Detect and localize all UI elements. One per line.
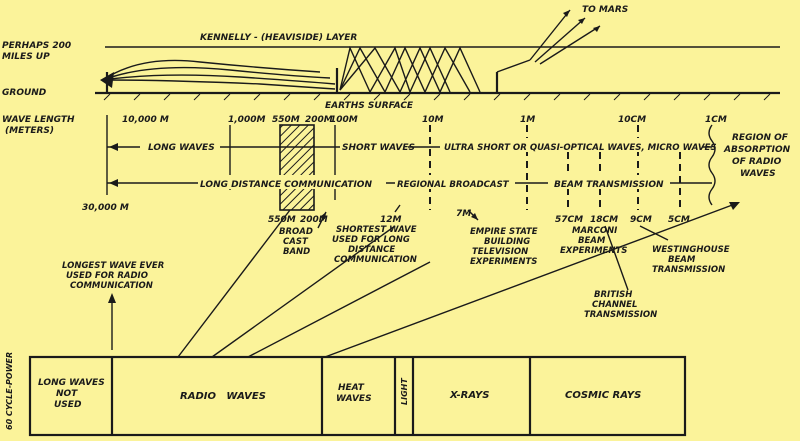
- to-mars-label: TO MARS: [582, 5, 628, 15]
- british-line-1: BRITISH: [594, 290, 632, 300]
- absorption-line-3: OF RADIO: [732, 157, 782, 167]
- to-mars-arrows: [529, 9, 601, 65]
- absorption-line-4: WAVES: [740, 169, 776, 179]
- shortest-wave-line-3: DISTANCE: [348, 245, 395, 255]
- shortest-wave-note: 12M SHORTEST WAVE USED FOR LONG DISTANCE…: [332, 204, 417, 265]
- ground-hatching: [103, 93, 771, 101]
- shortest-wave-tick: 12M: [380, 215, 402, 225]
- tick-200m: 200M: [305, 115, 333, 125]
- empire-line-4: EXPERIMENTS: [470, 257, 537, 267]
- cosmic-rays-label: COSMIC RAYS: [565, 390, 641, 401]
- westinghouse-line-1: WESTINGHOUSE: [652, 245, 730, 255]
- tick-1000m: 1,000M: [228, 115, 265, 125]
- empire-state-note: 7M EMPIRE STATE BUILDING TELEVISION EXPE…: [456, 209, 538, 267]
- longest-wave-line-3: COMMUNICATION: [70, 281, 153, 291]
- shortest-wave-line-1: SHORTEST WAVE: [336, 225, 417, 235]
- wave-length-label: WAVE LENGTH: [2, 115, 75, 125]
- tick-10cm: 10CM: [618, 115, 646, 125]
- shortest-wave-line-4: COMMUNICATION: [334, 255, 417, 265]
- tick-10000m: 10,000 M: [122, 115, 169, 125]
- empire-line-2: BUILDING: [484, 237, 530, 247]
- longest-wave-line-1: LONGEST WAVE EVER: [62, 261, 164, 271]
- long-distance-band-label: LONG DISTANCE COMMUNICATION: [200, 180, 372, 190]
- westinghouse-line-2: BEAM: [668, 255, 696, 265]
- tick-550m: 550M: [272, 115, 300, 125]
- short-waves-band-label: SHORT WAVES: [342, 143, 415, 153]
- marconi-line-2: BEAM: [578, 236, 606, 246]
- absorption-line-2: ABSORPTION: [723, 145, 791, 155]
- tick-30000m: 30,000 M: [82, 203, 129, 213]
- heaviside-layer-label: KENNELLY - (HEAVISIDE) LAYER: [200, 33, 357, 43]
- ionosphere-section: PERHAPS 200 MILES UP KENNELLY - (HEAVISI…: [2, 5, 780, 111]
- westinghouse-line-3: TRANSMISSION: [652, 265, 725, 275]
- long-waves-not-used-3: USED: [54, 400, 82, 410]
- absorption-region: REGION OF ABSORPTION OF RADIO WAVES: [723, 133, 791, 179]
- meters-label: (METERS): [5, 126, 54, 136]
- broadcast-line-3: BAND: [283, 247, 310, 257]
- shortest-wave-line-2: USED FOR LONG: [332, 235, 410, 245]
- empire-line-3: TELEVISION: [472, 247, 528, 257]
- earths-surface-label: EARTHS SURFACE: [325, 101, 414, 111]
- tick-10m: 10M: [422, 115, 444, 125]
- tick-5cm: 5CM: [668, 215, 690, 225]
- long-waves-band-label: LONG WAVES: [148, 143, 215, 153]
- empire-tick: 7M: [456, 209, 471, 219]
- marconi-note: 57CM MARCONI BEAM EXPERIMENTS: [555, 215, 627, 256]
- marconi-line-3: EXPERIMENTS: [560, 246, 627, 256]
- heat-waves-line-1: HEAT: [338, 383, 365, 393]
- regional-broadcast-label: REGIONAL BROADCAST: [397, 180, 510, 190]
- ultra-short-band-label: ULTRA SHORT OR QUASI-OPTICAL WAVES, MICR…: [444, 143, 717, 153]
- bottom-tick-200m: 200M: [300, 215, 328, 225]
- long-waves-not-used-2: NOT: [56, 389, 78, 399]
- beam-transmission-label: BEAM TRANSMISSION: [554, 180, 664, 190]
- connector-lines: [177, 202, 740, 358]
- short-wave-paths: [339, 45, 481, 94]
- longest-wave-line-2: USED FOR RADIO: [66, 271, 148, 281]
- long-wave-paths: [100, 59, 336, 90]
- westinghouse-note: 9CM WESTINGHOUSE BEAM TRANSMISSION: [630, 215, 730, 275]
- light-label: LIGHT: [400, 378, 409, 405]
- broadcast-line-1: BROAD: [279, 227, 313, 237]
- ground-label: GROUND: [2, 88, 47, 98]
- marconi-line-1: MARCONI: [572, 226, 617, 236]
- british-channel-note: 18CM BRITISH CHANNEL TRANSMISSION: [584, 215, 657, 320]
- long-waves-not-used-1: LONG WAVES: [38, 378, 105, 388]
- wavelength-scale: WAVE LENGTH (METERS) 10,000 M 1,000M 550…: [2, 115, 791, 225]
- sixty-cycle-power-label: 60 CYCLE-POWER: [5, 352, 14, 430]
- tick-1cm: 1CM: [705, 115, 727, 125]
- british-line-2: CHANNEL: [592, 300, 637, 310]
- absorption-boundary: [708, 124, 716, 206]
- spectrum-bar: 60 CYCLE-POWER LONG WAVES NOT USED RADIO…: [5, 352, 687, 437]
- x-rays-label: X-RAYS: [449, 390, 489, 401]
- absorption-line-1: REGION OF: [732, 133, 789, 143]
- broadcast-band-note: BROAD CAST BAND: [279, 211, 327, 257]
- marconi-tick: 57CM: [555, 215, 583, 225]
- british-line-3: TRANSMISSION: [584, 310, 657, 320]
- perhaps-200-label: PERHAPS 200: [2, 41, 71, 51]
- spectrum-box: [28, 355, 687, 437]
- tick-1m: 1M: [520, 115, 535, 125]
- broadcast-band-hatch: [279, 124, 315, 211]
- annotations: BROAD CAST BAND 12M SHORTEST WAVE USED F…: [62, 202, 740, 358]
- radio-waves-label: RADIO WAVES: [180, 391, 266, 402]
- british-tick: 18CM: [590, 215, 618, 225]
- westinghouse-tick: 9CM: [630, 215, 652, 225]
- empire-line-1: EMPIRE STATE: [470, 227, 538, 237]
- upward-beam: [496, 59, 531, 73]
- heat-waves-line-2: WAVES: [336, 394, 372, 404]
- miles-up-label: MILES UP: [2, 52, 50, 62]
- broadcast-line-2: CAST: [283, 237, 309, 247]
- longest-wave-note: LONGEST WAVE EVER USED FOR RADIO COMMUNI…: [62, 261, 164, 350]
- tick-100m: 100M: [330, 115, 358, 125]
